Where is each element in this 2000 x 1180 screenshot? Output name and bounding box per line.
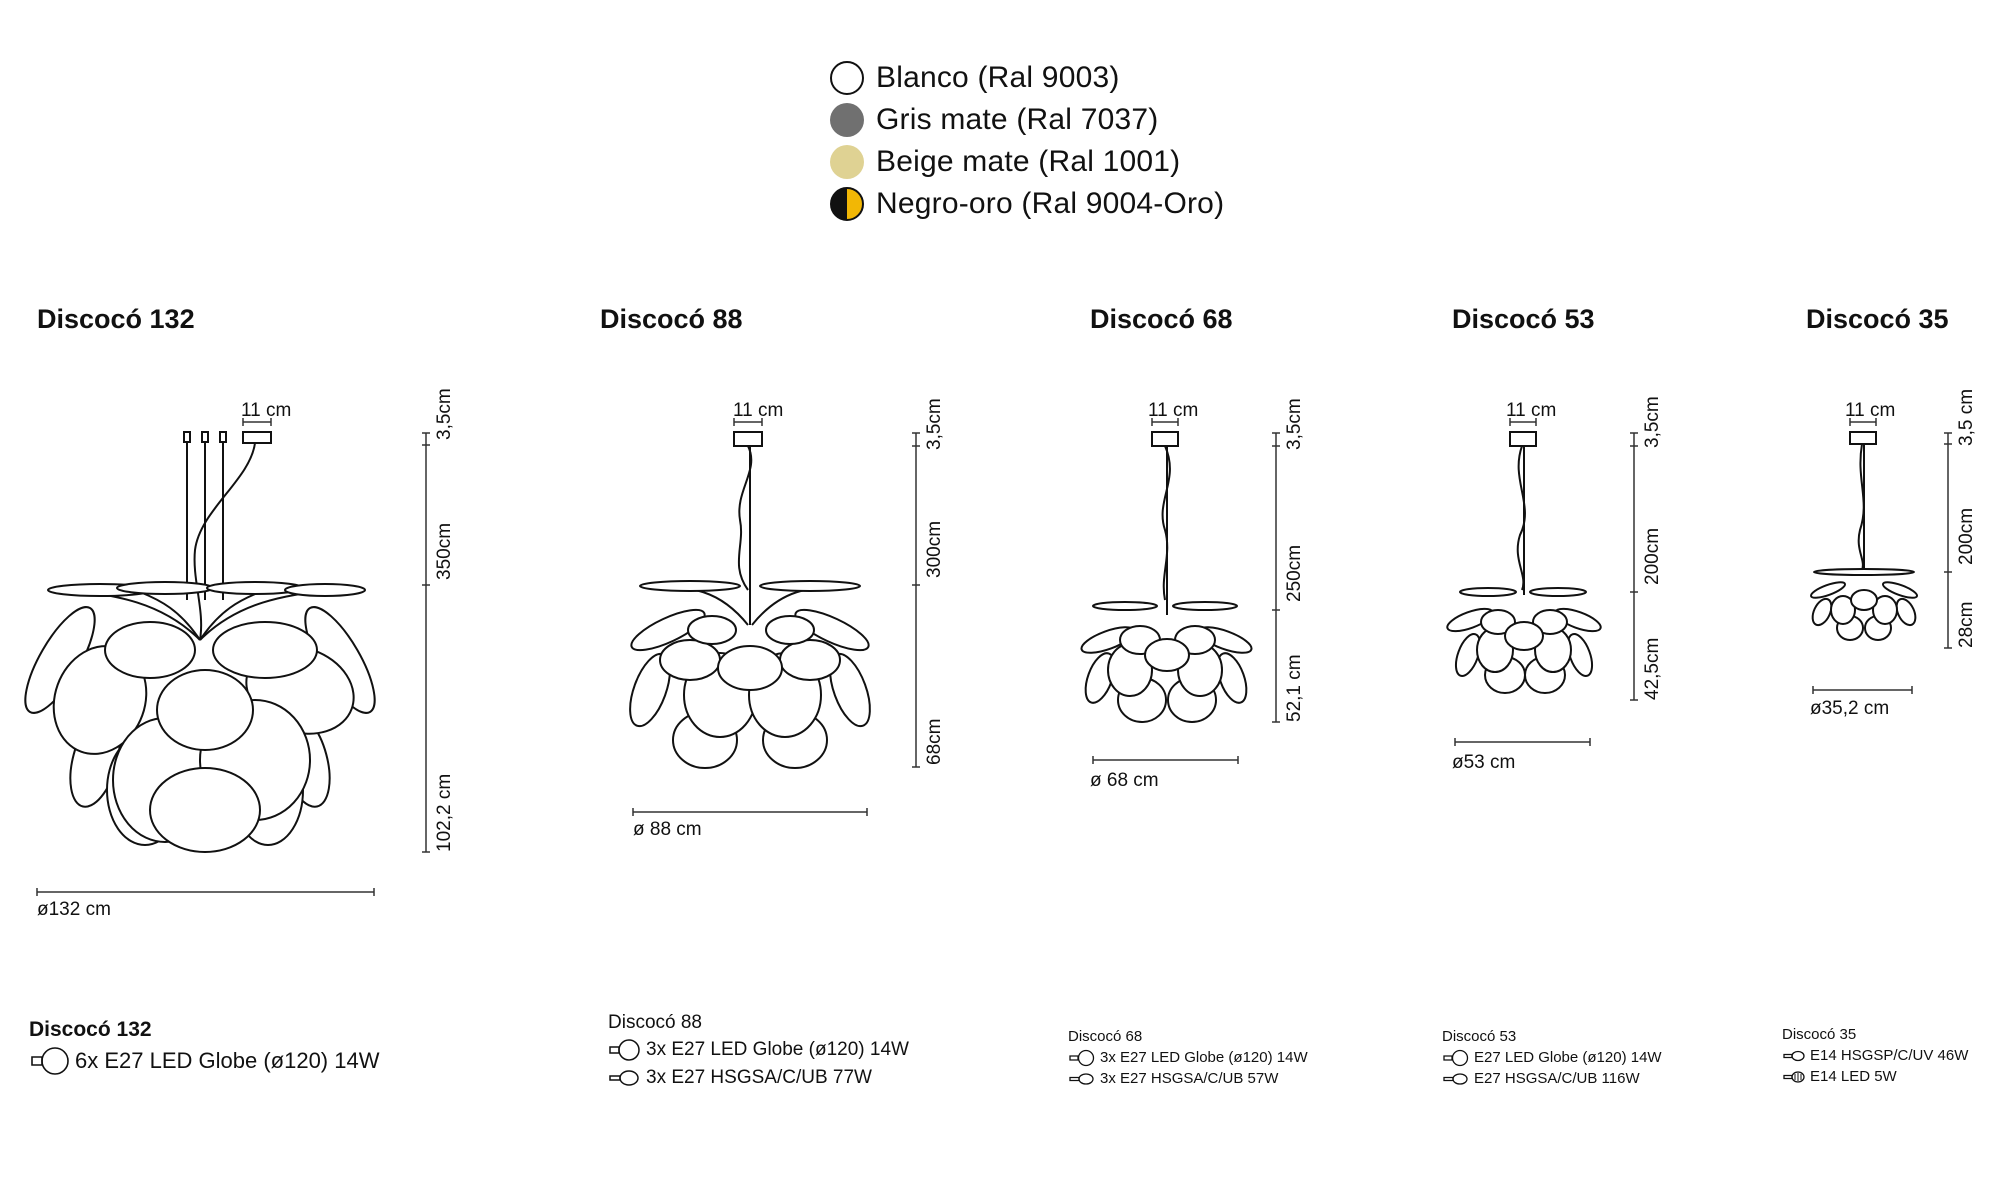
bulb-line: 3x E27 HSGSA/C/UB 77W xyxy=(608,1064,909,1092)
ceiling-canopy xyxy=(242,431,272,444)
model-title-88: Discocó 88 xyxy=(600,304,743,334)
dimension-lines xyxy=(36,418,1952,896)
model-title-53: Discocó 53 xyxy=(1452,304,1595,334)
black-gold-circle-swatch xyxy=(830,187,864,221)
spec-title: Discocó 53 xyxy=(1442,1028,1517,1045)
finish-label: Gris mate (Ral 7037) xyxy=(876,103,1159,136)
finish-option-negro-oro: Negro-oro (Ral 9004-Oro) xyxy=(830,184,1224,224)
body-height-label: 68cm xyxy=(924,719,945,765)
finish-option-beige: Beige mate (Ral 1001) xyxy=(830,142,1180,182)
body-height-label: 102,2 cm xyxy=(434,774,455,852)
vertical-dimension-labels: 3,5cm 350cm 102,2 cm 3,5cm 300cm 68cm 3,… xyxy=(434,388,1977,852)
canopy-width-label: 11 cm xyxy=(241,400,291,421)
lamp-drawing-88 xyxy=(629,431,871,769)
lamp-drawing-68 xyxy=(1080,431,1253,723)
spec-block-35: Discocó 35 E14 HSGSP/C/UV 46W E14 LED 5W xyxy=(1782,1026,1968,1087)
finish-option-gris: Gris mate (Ral 7037) xyxy=(830,100,1158,140)
bulb-label: 3x E27 LED Globe (ø120) 14W xyxy=(1100,1049,1308,1066)
cable-length-label: 200cm xyxy=(1956,508,1977,565)
diameter-label: ø 68 cm xyxy=(1090,770,1159,791)
diameter-label: ø132 cm xyxy=(37,899,111,920)
bulb-label: E27 HSGSA/C/UB 116W xyxy=(1474,1070,1640,1087)
ceiling-canopy xyxy=(1151,431,1179,447)
bulb-line: E14 HSGSP/C/UV 46W xyxy=(1782,1045,1968,1066)
canopy-width-label: 11 cm xyxy=(1148,400,1198,421)
bulb-label: E27 LED Globe (ø120) 14W xyxy=(1474,1049,1662,1066)
bulb-label: E14 LED 5W xyxy=(1810,1068,1897,1085)
led-bulb-icon xyxy=(1783,1070,1805,1083)
lamp-drawing-53 xyxy=(1446,431,1602,694)
body-height-label: 28cm xyxy=(1956,602,1977,648)
spec-block-132: Discocó 132 6x E27 LED Globe (ø120) 14W xyxy=(29,1018,379,1076)
diameter-label: ø35,2 cm xyxy=(1810,698,1889,719)
grey-circle-swatch xyxy=(830,103,864,137)
canopy-height-label: 3,5cm xyxy=(1284,398,1305,450)
spec-block-88: Discocó 88 3x E27 LED Globe (ø120) 14W 3… xyxy=(608,1012,909,1092)
bulb-line: E27 HSGSA/C/UB 116W xyxy=(1442,1068,1662,1089)
body-height-label: 52,1 cm xyxy=(1284,654,1305,722)
cable-length-label: 350cm xyxy=(434,523,455,580)
globe-bulb-icon xyxy=(609,1039,640,1061)
globe-bulb-icon xyxy=(31,1047,69,1075)
canopy-height-label: 3,5cm xyxy=(1642,396,1663,448)
spec-title: Discocó 35 xyxy=(1782,1026,1857,1043)
canopy-width-label: 11 cm xyxy=(1506,400,1556,421)
halogen-bulb-icon xyxy=(1069,1072,1094,1085)
halogen-bulb-icon xyxy=(1783,1050,1805,1061)
finish-option-blanco: Blanco (Ral 9003) xyxy=(830,58,1120,98)
spec-title: Discocó 132 xyxy=(29,1018,152,1041)
canopy-height-label: 3,5 cm xyxy=(1956,389,1977,446)
lamp-drawing-132 xyxy=(24,431,376,853)
bulb-line: 6x E27 LED Globe (ø120) 14W xyxy=(29,1046,379,1076)
finish-label: Negro-oro (Ral 9004-Oro) xyxy=(876,187,1225,220)
canopy-width-label: 11 cm xyxy=(1845,400,1895,421)
bulb-label: 3x E27 HSGSA/C/UB 77W xyxy=(646,1067,872,1088)
diameter-label: ø53 cm xyxy=(1452,752,1515,773)
model-title-35: Discocó 35 xyxy=(1806,304,1949,334)
finish-label: Beige mate (Ral 1001) xyxy=(876,145,1181,178)
halogen-bulb-icon xyxy=(1443,1072,1468,1085)
spec-title: Discocó 68 xyxy=(1068,1028,1143,1045)
beige-circle-swatch xyxy=(830,145,864,179)
bulb-line: E27 LED Globe (ø120) 14W xyxy=(1442,1047,1662,1068)
model-title-132: Discocó 132 xyxy=(37,304,195,334)
bulb-line: 3x E27 LED Globe (ø120) 14W xyxy=(608,1036,909,1064)
cable-length-label: 250cm xyxy=(1284,545,1305,602)
globe-bulb-icon xyxy=(1069,1049,1095,1066)
ceiling-canopy xyxy=(1849,431,1877,445)
spec-block-53: Discocó 53 E27 LED Globe (ø120) 14W E27 … xyxy=(1442,1028,1662,1089)
bulb-line: 3x E27 HSGSA/C/UB 57W xyxy=(1068,1068,1308,1089)
cable-length-label: 200cm xyxy=(1642,528,1663,585)
spec-block-68: Discocó 68 3x E27 LED Globe (ø120) 14W 3… xyxy=(1068,1028,1308,1089)
ceiling-canopy xyxy=(1509,431,1537,447)
canopy-height-label: 3,5cm xyxy=(924,398,945,450)
white-circle-swatch xyxy=(830,61,864,95)
spec-title: Discocó 88 xyxy=(608,1012,702,1033)
diameter-label: ø 88 cm xyxy=(633,819,702,840)
bulb-label: E14 HSGSP/C/UV 46W xyxy=(1810,1047,1969,1064)
ceiling-canopy xyxy=(733,431,763,447)
body-height-label: 42,5cm xyxy=(1642,638,1663,700)
bulb-label: 6x E27 LED Globe (ø120) 14W xyxy=(75,1048,380,1073)
finish-label: Blanco (Ral 9003) xyxy=(876,61,1120,94)
globe-bulb-icon xyxy=(1443,1049,1469,1066)
model-title-68: Discocó 68 xyxy=(1090,304,1233,334)
bulb-label: 3x E27 HSGSA/C/UB 57W xyxy=(1100,1070,1279,1087)
canopy-height-label: 3,5cm xyxy=(434,388,455,440)
bulb-line: 3x E27 LED Globe (ø120) 14W xyxy=(1068,1047,1308,1068)
bulb-line: E14 LED 5W xyxy=(1782,1066,1968,1087)
halogen-bulb-icon xyxy=(609,1070,639,1086)
lamp-drawing-35 xyxy=(1809,431,1919,641)
canopy-width-label: 11 cm xyxy=(733,400,783,421)
bulb-label: 3x E27 LED Globe (ø120) 14W xyxy=(646,1039,909,1060)
cable-length-label: 300cm xyxy=(924,521,945,578)
dimension-labels: 11 cm ø132 cm 11 cm ø 88 cm 11 cm ø 68 c… xyxy=(37,400,1895,920)
